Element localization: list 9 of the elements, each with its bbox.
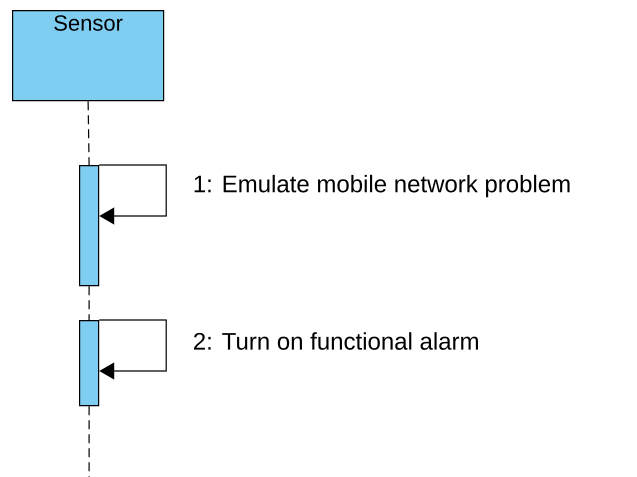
lifeline <box>88 286 90 320</box>
self-message-arrow <box>99 164 167 225</box>
activation-bar <box>79 320 100 406</box>
lifeline-head-box: Sensor <box>12 10 164 102</box>
activation-bar <box>79 165 100 286</box>
message-label: 2: Turn on functional alarm <box>194 332 478 350</box>
message-label: 1: Emulate mobile network problem <box>194 174 570 198</box>
self-message-arrow <box>99 319 167 380</box>
lifeline <box>88 101 90 166</box>
